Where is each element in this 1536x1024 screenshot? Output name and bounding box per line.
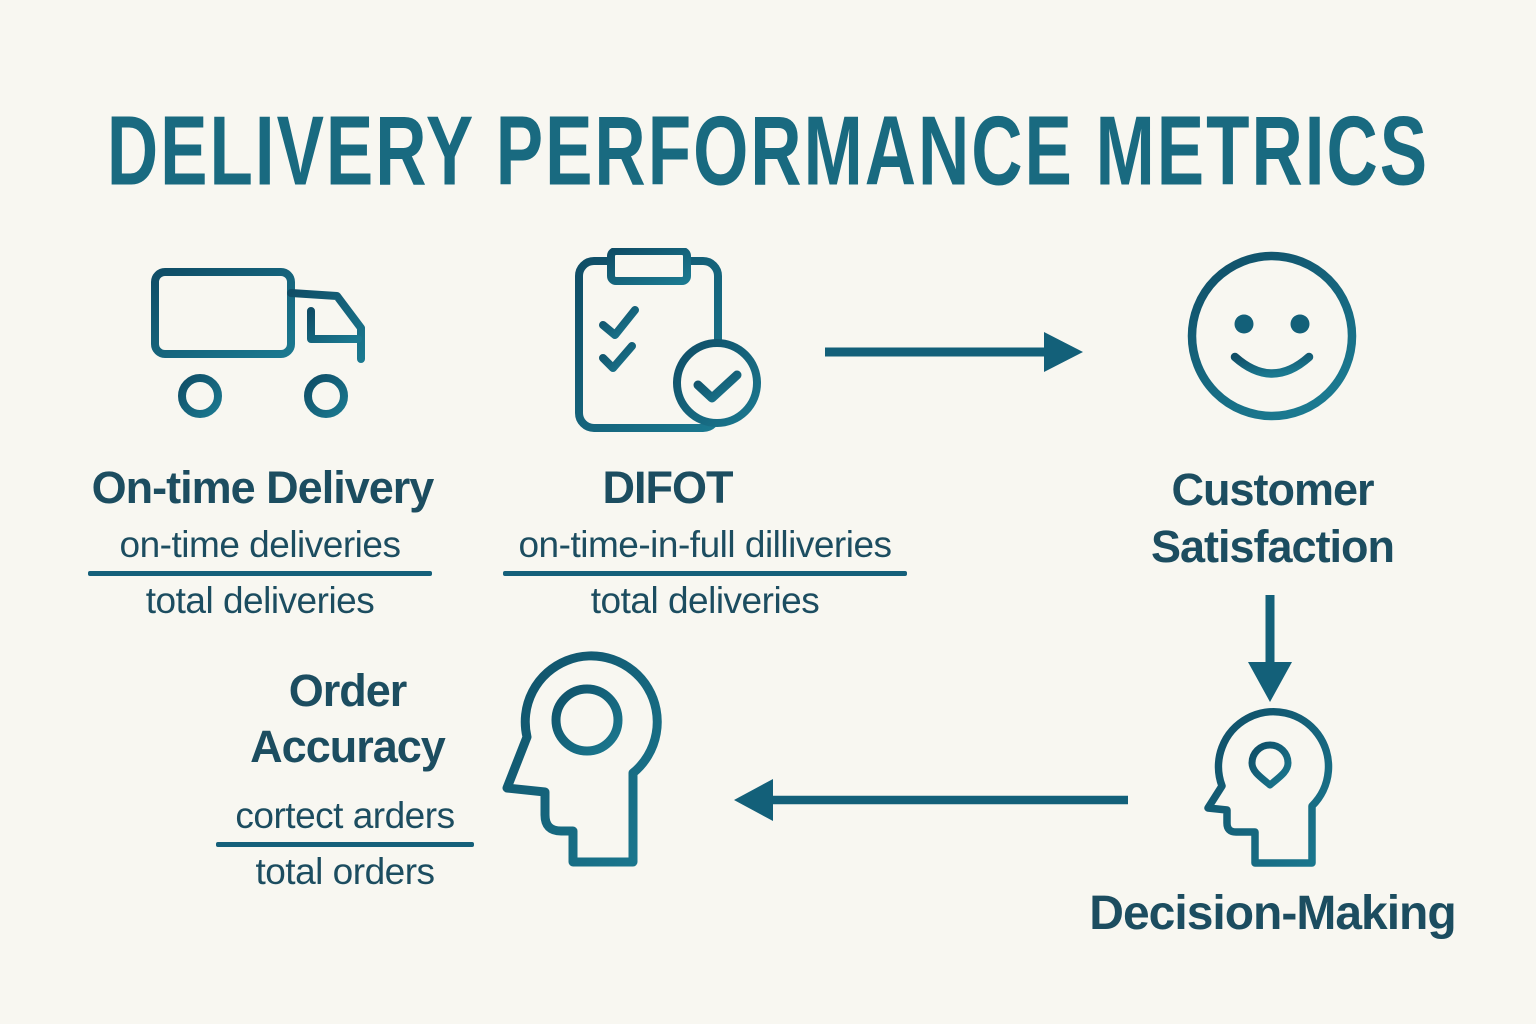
formula-numerator: on-time deliveries xyxy=(119,524,401,565)
customer-satisfaction-label-line2: Satisfaction xyxy=(1150,521,1395,572)
difot-label: DIFOT xyxy=(602,462,734,513)
order-accuracy-label: Order Accuracy xyxy=(195,663,500,775)
fraction-bar xyxy=(88,571,432,576)
formula-denominator: total orders xyxy=(255,850,435,892)
page-title: DELIVERY PERFORMANCE METRICS xyxy=(106,97,1430,207)
truck-icon xyxy=(148,268,365,418)
smiley-face-icon xyxy=(1187,251,1357,421)
order-accuracy-label-line1: Order xyxy=(288,665,408,716)
formula-numerator: cortect arders xyxy=(235,795,455,836)
on-time-delivery-formula: on-time deliveries total deliveries xyxy=(88,521,432,624)
order-accuracy-formula: cortect arders total orders xyxy=(216,792,474,895)
fraction-bar xyxy=(216,842,474,847)
customer-satisfaction-label-line1: Customer xyxy=(1171,464,1374,515)
difot-formula: on-time-in-full dilliveries total delive… xyxy=(503,521,907,624)
arrow-left-icon xyxy=(734,779,1128,821)
formula-denominator: total deliveries xyxy=(145,579,375,621)
on-time-delivery-label: On-time Delivery xyxy=(91,462,435,513)
clipboard-checklist-icon xyxy=(575,248,761,432)
fraction-bar xyxy=(503,571,907,576)
order-accuracy-label-line2: Accuracy xyxy=(250,721,446,772)
head-profile-circle-icon xyxy=(502,651,662,867)
customer-satisfaction-label: Customer Satisfaction xyxy=(1060,461,1485,575)
decision-making-label: Decision-Making xyxy=(1089,887,1456,940)
formula-numerator: on-time-in-full dilliveries xyxy=(518,524,892,565)
arrow-down-icon xyxy=(1248,595,1292,702)
arrow-right-icon xyxy=(825,332,1083,372)
head-lightbulb-icon xyxy=(1204,708,1333,867)
formula-denominator: total deliveries xyxy=(590,579,820,621)
